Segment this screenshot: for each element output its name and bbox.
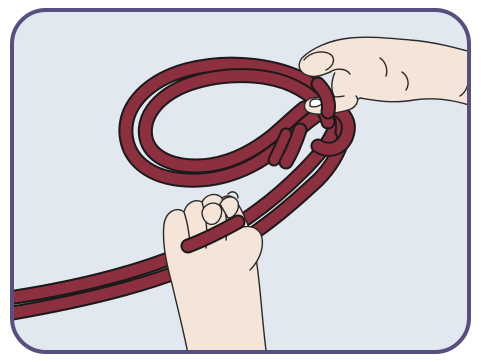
knot-tying-scene bbox=[0, 0, 481, 362]
knot-illustration bbox=[0, 0, 481, 362]
